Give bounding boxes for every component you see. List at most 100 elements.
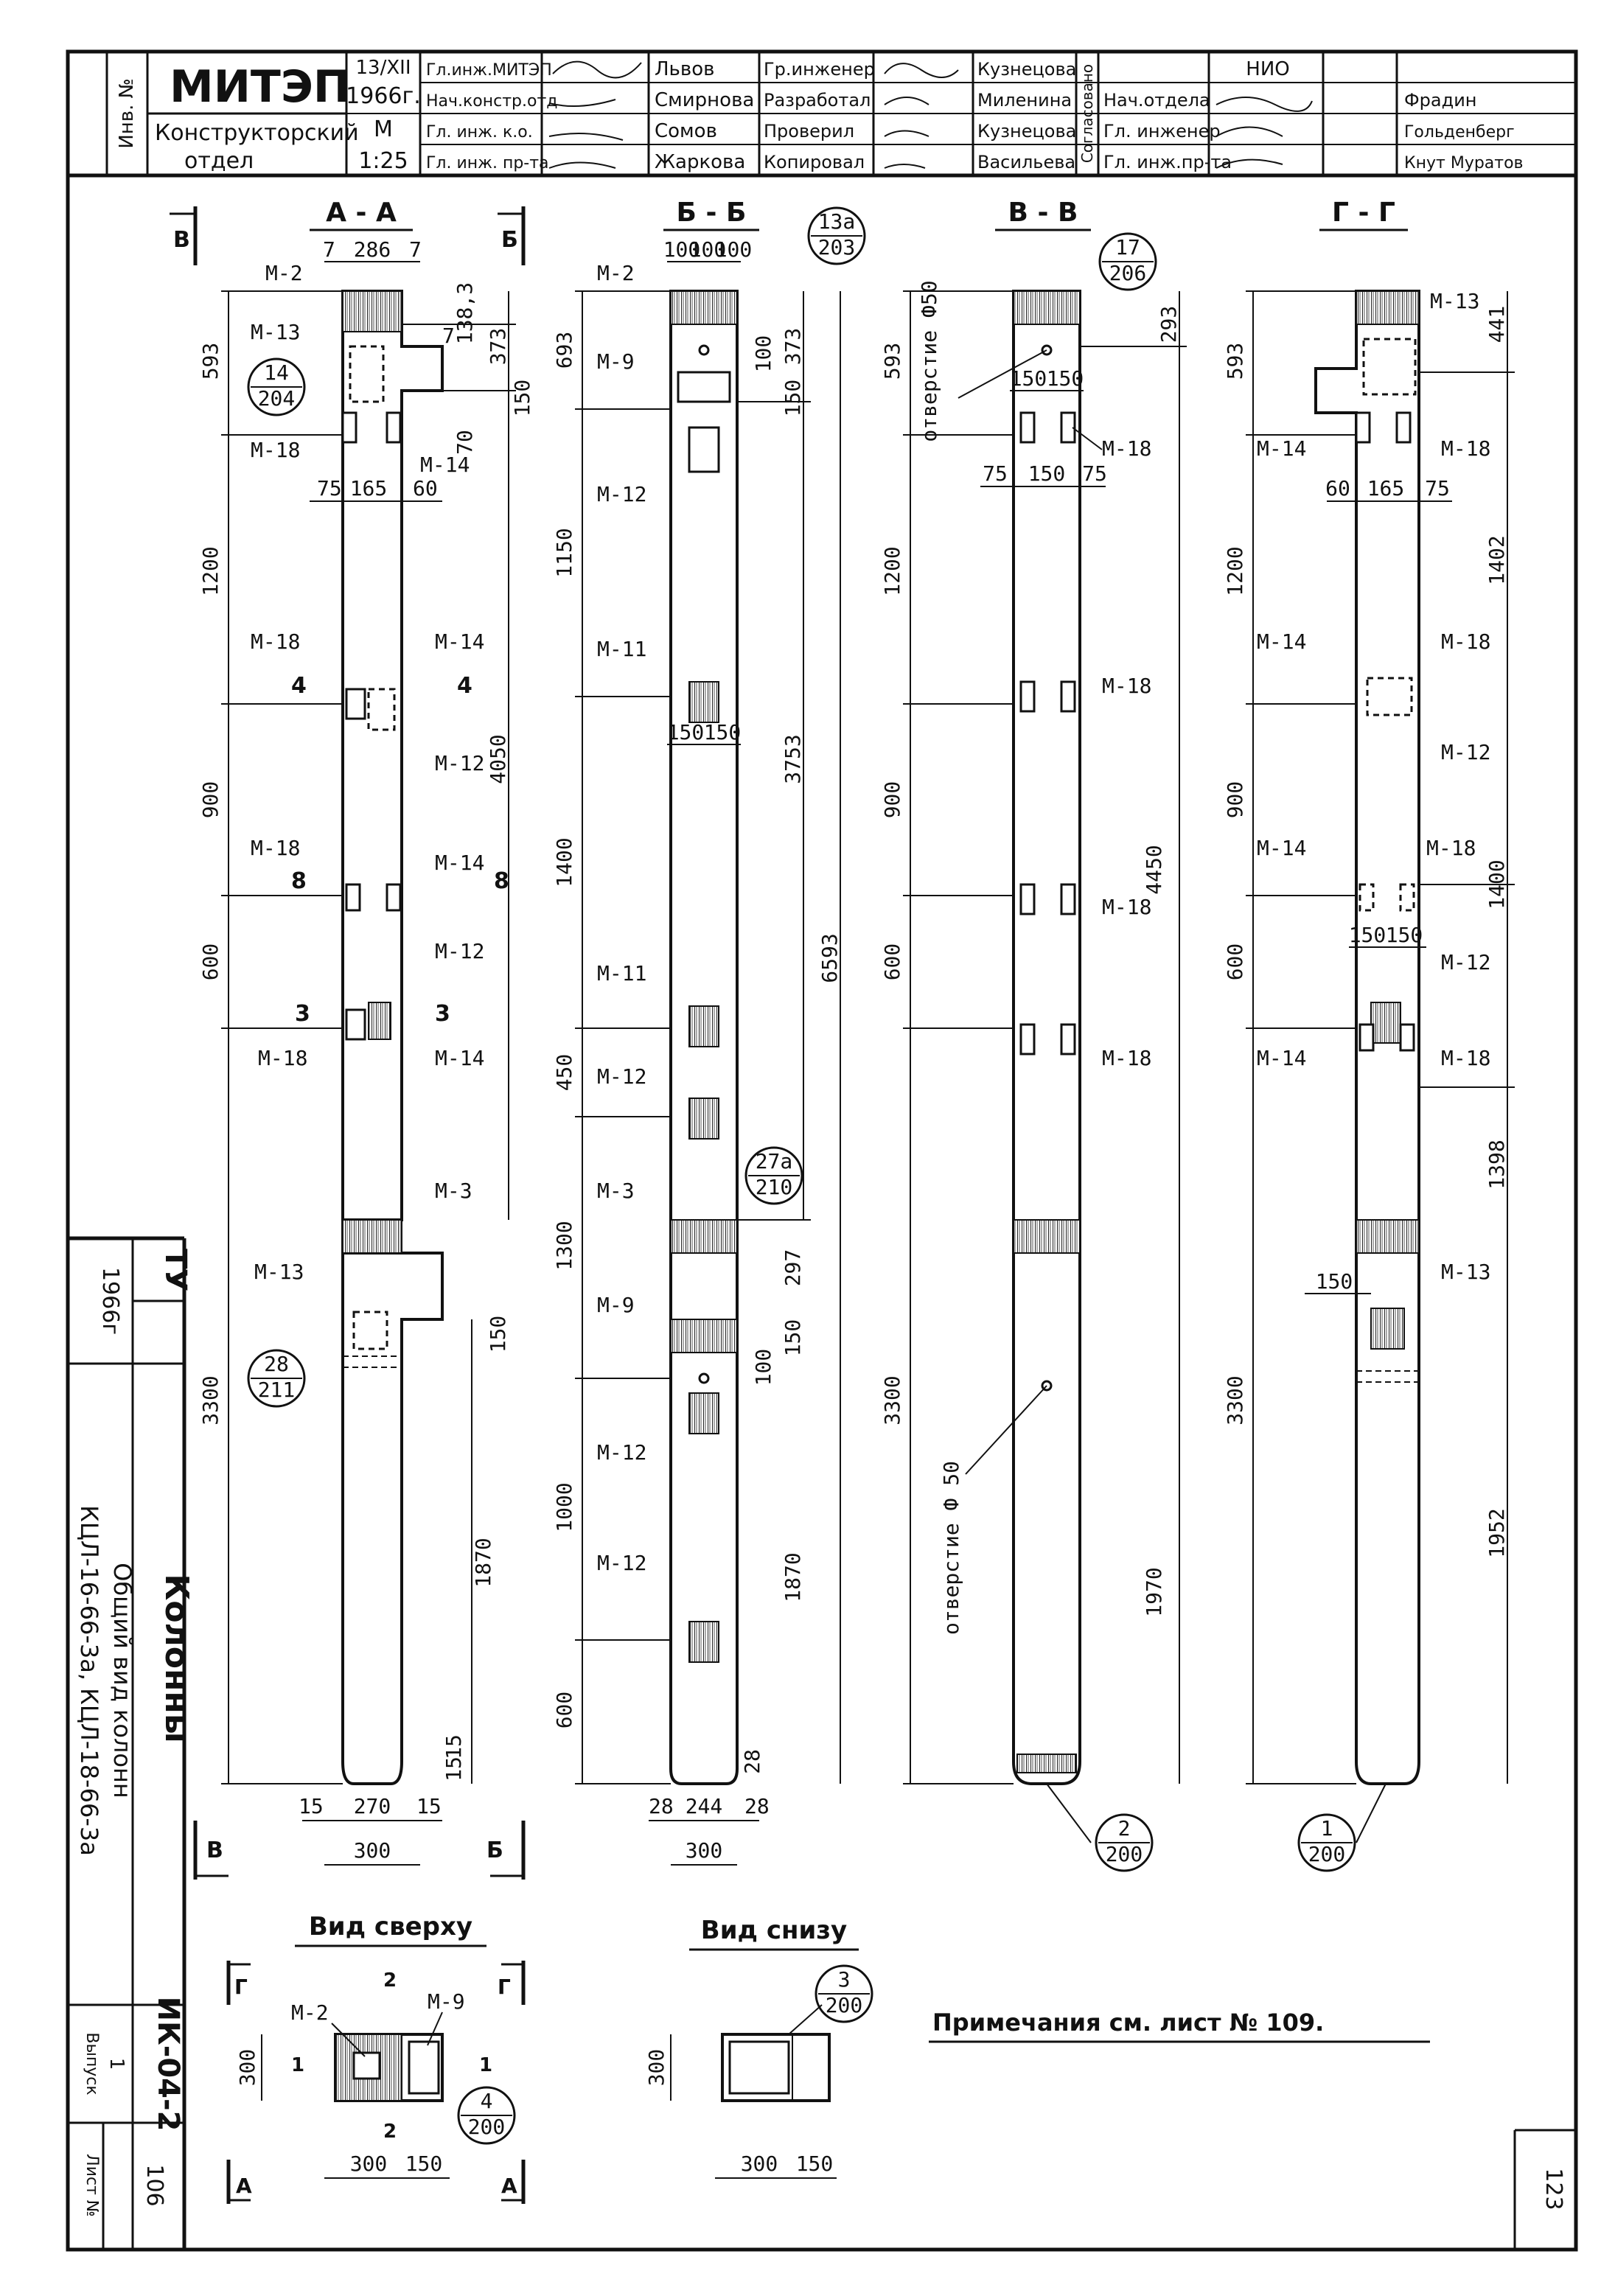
top-view-cut2-top: 2 bbox=[383, 1969, 397, 1992]
arrow-v-top: В bbox=[173, 227, 190, 253]
aa-cut8-left: 8 bbox=[291, 868, 307, 894]
bb-w28b: 28 bbox=[744, 1794, 770, 1818]
aa-d900: 900 bbox=[198, 781, 223, 819]
bb-d3753: 3753 bbox=[781, 734, 805, 784]
aa-c28-top: 28 bbox=[264, 1352, 289, 1376]
label-bottom-view: Вид снизу bbox=[701, 1916, 847, 1945]
sheet-frame bbox=[66, 49, 1578, 2252]
plate-m3-aa bbox=[342, 1219, 402, 1254]
aa-d1200: 1200 bbox=[198, 546, 223, 596]
aa-d7: 7 bbox=[442, 324, 455, 348]
signature-column-3 bbox=[1215, 97, 1313, 169]
bb-d1300: 1300 bbox=[552, 1221, 576, 1270]
bottom-view: Вид снизу 300 300 150 3 200 bbox=[644, 1916, 873, 2179]
dept-line1: Конструкторский bbox=[155, 120, 359, 146]
top-view-cut-g-left: Г bbox=[234, 1975, 248, 1999]
aa-d150b: 150 bbox=[486, 1316, 510, 1353]
page-number-box: 123 bbox=[1513, 2129, 1576, 2250]
bb-m11-a: М-11 bbox=[597, 637, 646, 661]
gg-m12-b: М-12 bbox=[1441, 950, 1490, 974]
gg-m14-top: М-14 bbox=[1257, 436, 1306, 461]
aa-m13-low: М-13 bbox=[254, 1260, 304, 1284]
top-view-m2: М-2 bbox=[291, 2000, 329, 2025]
aa-m12-b: М-12 bbox=[435, 939, 484, 963]
vv-m18-b: М-18 bbox=[1102, 674, 1151, 698]
vv-m18-d: М-18 bbox=[1102, 1046, 1151, 1070]
gg-d1952: 1952 bbox=[1485, 1508, 1509, 1557]
name-far-1: Гольденберг bbox=[1404, 123, 1515, 142]
plate-m2-aa bbox=[342, 290, 402, 332]
aa-w270: 270 bbox=[354, 1794, 391, 1818]
bb-w28a: 28 bbox=[649, 1794, 674, 1818]
side-block: ТУ 1966г Колонны Общий вид колонн КЦЛ-16… bbox=[68, 1236, 195, 2250]
name-mid-1: Смирнова bbox=[655, 89, 754, 111]
label-vv: В - В bbox=[1008, 198, 1078, 228]
aa-c14-top: 14 bbox=[264, 360, 289, 385]
gg-d600: 600 bbox=[1223, 943, 1247, 981]
role-left-0: Гл.инж.МИТЭП bbox=[426, 61, 552, 80]
aa-m18-b: М-18 bbox=[251, 836, 300, 860]
top-view-m9: М-9 bbox=[428, 1989, 465, 2014]
bb-d1000: 1000 bbox=[552, 1482, 576, 1532]
side-issue: 1 bbox=[105, 2058, 128, 2070]
bb-d150b: 150 bbox=[781, 1319, 805, 1357]
aa-c28-bot: 211 bbox=[258, 1378, 296, 1402]
top-view-cut-a-left: А bbox=[236, 2174, 252, 2198]
section-bb: Б - Б 13а 203 693 1150 1400 450 1300 bbox=[552, 198, 866, 1866]
vv-d293: 293 bbox=[1157, 306, 1181, 343]
section-aa: А - А В Б 593 1200 900 6 bbox=[170, 198, 534, 1880]
name-mid-3: Жаркова bbox=[655, 151, 745, 173]
label-gg: Г - Г bbox=[1332, 198, 1395, 228]
gg-d1200: 1200 bbox=[1223, 546, 1247, 596]
top-view-cut1-right: 1 bbox=[479, 2054, 492, 2076]
aa-b60: 60 bbox=[413, 476, 438, 500]
bb-m12-b: М-12 bbox=[597, 1064, 646, 1089]
side-issue-label: Выпуск bbox=[83, 2032, 101, 2095]
vv-d593: 593 bbox=[880, 343, 904, 380]
bb-c13a-top: 13а bbox=[818, 209, 856, 234]
vv-c17-bot: 206 bbox=[1109, 261, 1147, 285]
aa-m14-c: М-14 bbox=[435, 1046, 484, 1070]
bb-d100b: 100 bbox=[751, 1349, 775, 1386]
org-right: НИО bbox=[1246, 58, 1289, 80]
scale-label: М bbox=[374, 116, 393, 142]
label-aa: А - А bbox=[326, 198, 397, 228]
bottom-view-c3-top: 3 bbox=[838, 1967, 851, 1992]
gg-c150b: 150 bbox=[1386, 923, 1423, 947]
vv-b75b: 75 bbox=[1082, 461, 1107, 486]
bb-d100a: 100 bbox=[751, 335, 775, 373]
role-left-3: Гл. инж. пр-та bbox=[426, 154, 549, 172]
gg-m18-a: М-18 bbox=[1441, 629, 1490, 654]
bb-m12-d: М-12 bbox=[597, 1551, 646, 1575]
bb-d150c: 150 bbox=[667, 720, 705, 744]
name-mid-0: Львов bbox=[655, 58, 714, 80]
name-far-2: Кнут Муратов bbox=[1404, 154, 1524, 172]
role-mid-3: Копировал bbox=[764, 152, 865, 172]
bb-c27a-bot: 210 bbox=[756, 1175, 793, 1199]
aa-d150a: 150 bbox=[510, 380, 534, 417]
aa-cut3-left: 3 bbox=[295, 1001, 310, 1027]
name-right-0: Кузнецова bbox=[977, 59, 1076, 80]
vv-h150a: 150 bbox=[1010, 366, 1047, 391]
gg-m13-top: М-13 bbox=[1430, 289, 1479, 313]
vv-c17-top: 17 bbox=[1115, 235, 1140, 259]
bb-m11-b: М-11 bbox=[597, 961, 646, 985]
vv-d1200: 1200 bbox=[880, 546, 904, 596]
aa-m18-a: М-18 bbox=[251, 629, 300, 654]
aa-d15b: 15 bbox=[442, 1756, 466, 1782]
scale: 1:25 bbox=[358, 148, 408, 174]
gg-m18-b: М-18 bbox=[1426, 836, 1476, 860]
vv-hole: отверстие Ф50 bbox=[917, 280, 941, 442]
top-view-c4-bot: 200 bbox=[468, 2115, 506, 2139]
bottom-view-c3-bot: 200 bbox=[826, 1993, 863, 2017]
top-view-d300h: 300 bbox=[350, 2152, 388, 2176]
gg-c1-bot: 200 bbox=[1308, 1842, 1346, 1866]
aa-d373: 373 bbox=[486, 328, 510, 366]
role-mid-0: Гр.инженер bbox=[764, 59, 875, 80]
aa-m14-a: М-14 bbox=[435, 629, 484, 654]
aa-m2: М-2 bbox=[265, 261, 303, 285]
role-mid-2: Проверил bbox=[764, 121, 854, 142]
bb-d600: 600 bbox=[552, 1692, 576, 1729]
role-mid-1: Разработал bbox=[764, 90, 871, 111]
plate-m13-aa bbox=[349, 345, 385, 403]
